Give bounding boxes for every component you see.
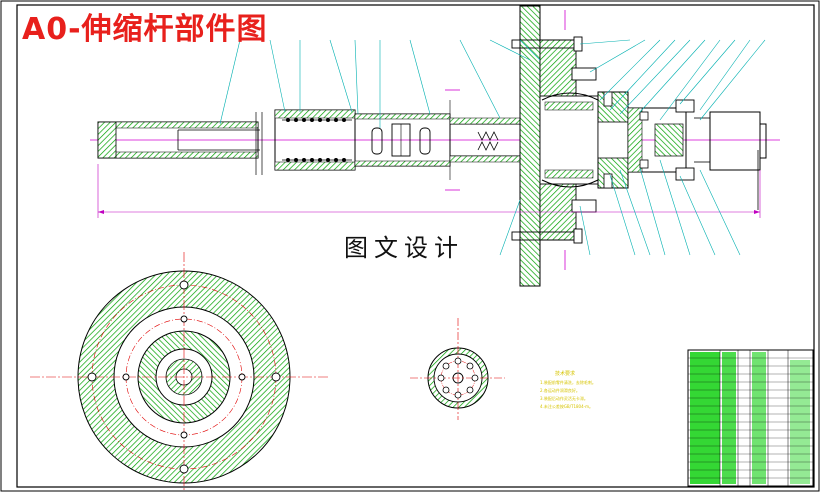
technical-note-line: 4.未注公差按GB/T1804-m。: [540, 404, 593, 409]
technical-note-line: 3.装配后动作灵活无卡滞。: [540, 396, 588, 401]
technical-note-line: 2.各运动件润滑良好。: [540, 388, 580, 393]
drawing-title: A0-伸缩杆部件图: [22, 12, 268, 47]
flange-end-view: [410, 318, 505, 420]
technical-note-line: 1.装配前零件清洗，去除毛刺。: [540, 380, 596, 385]
watermark-text: 图文设计: [340, 228, 468, 263]
main-section-view: [90, 5, 780, 287]
technical-notes-title: 技术要求: [555, 371, 576, 377]
left-end-view: [30, 252, 330, 490]
parts-list-table: [687, 349, 814, 487]
inner-border: [16, 4, 815, 488]
